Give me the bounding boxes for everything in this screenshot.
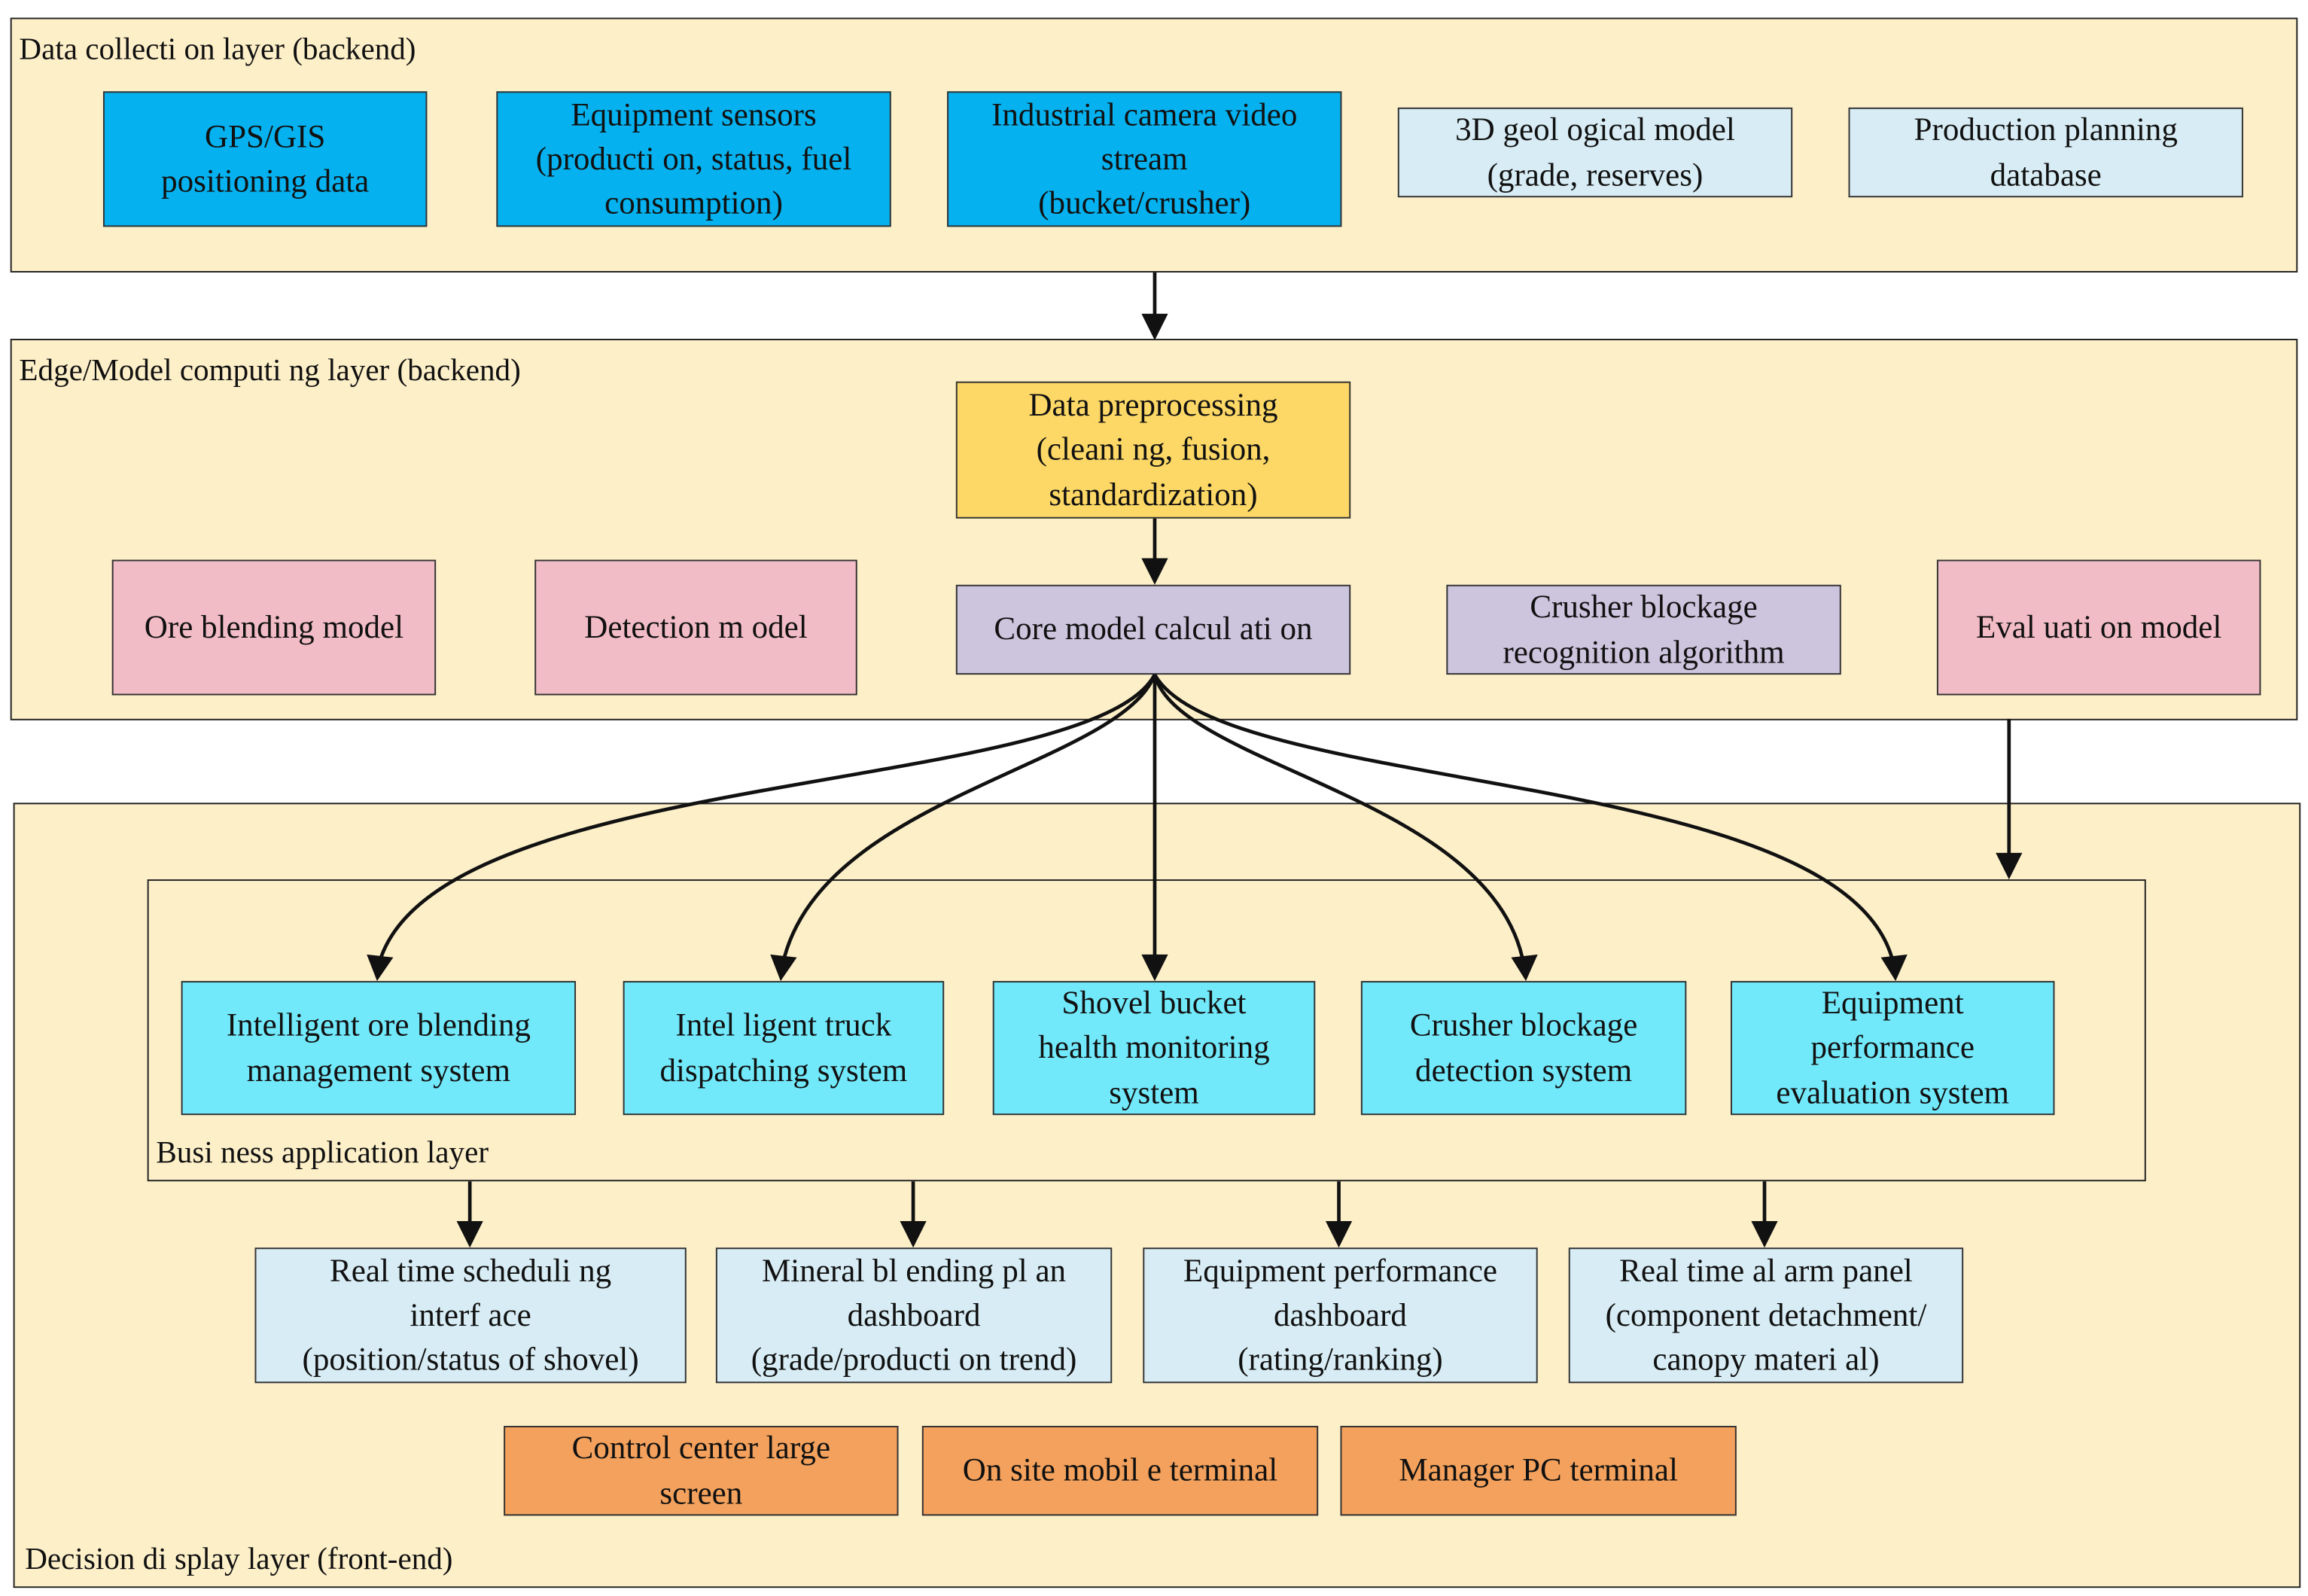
data-collection-layer-label: Data collecti on layer (backend)	[19, 31, 416, 67]
business-application-layer: Busi ness application layer	[147, 879, 2146, 1182]
evaluation-model-box: Eval uati on model	[1936, 559, 2261, 696]
equipment-sensors-box: Equipment sensors(producti on, status, f…	[496, 91, 891, 227]
arrowhead	[1141, 313, 1168, 340]
business-application-layer-label: Busi ness application layer	[156, 1134, 489, 1170]
decision-display-layer-label: Decision di splay layer (front-end)	[25, 1540, 453, 1576]
mobile-terminal-box: On site mobil e terminal	[921, 1425, 1319, 1516]
edge-model-layer-label: Edge/Model computi ng layer (backend)	[19, 352, 521, 388]
geological-model-box: 3D geol ogical model(grade, reserves)	[1397, 107, 1793, 198]
alarm-panel-box: Real time al arm panel(component detachm…	[1568, 1247, 1964, 1384]
core-model-calculation-box: Core model calcul ati on	[955, 584, 1351, 675]
manager-pc-terminal-box: Manager PC terminal	[1340, 1425, 1737, 1516]
ore-blending-model-box: Ore blending model	[111, 559, 437, 696]
data-preprocessing-box: Data preprocessing(cleani ng, fusion,sta…	[955, 381, 1351, 519]
detection-model-box: Detection m odel	[534, 559, 857, 696]
